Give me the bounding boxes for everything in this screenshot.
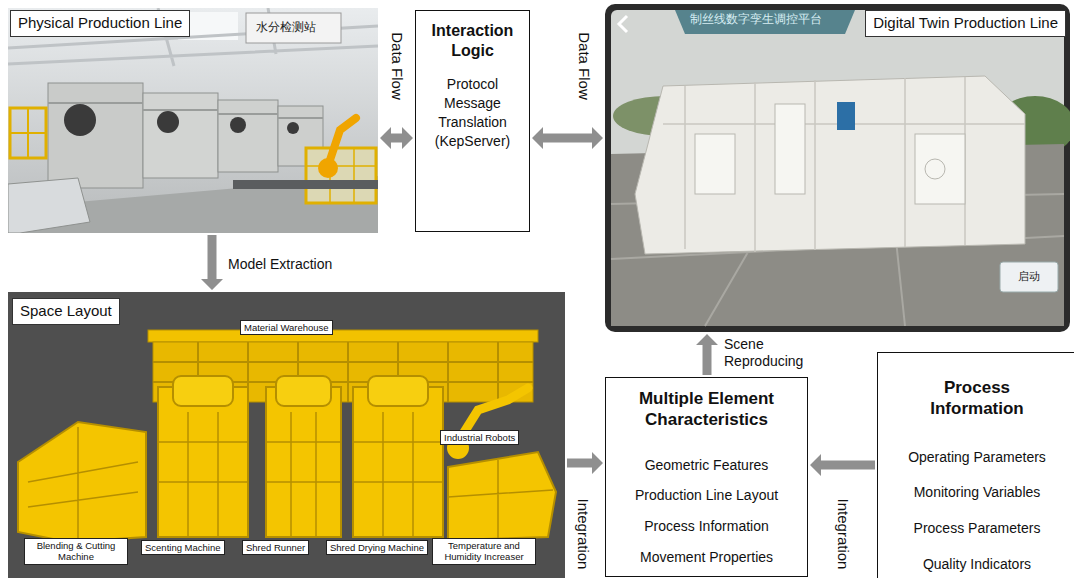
- box-item: Process Parameters: [884, 519, 1070, 538]
- illustration-part: [157, 111, 179, 133]
- part-tag: Shred Runner: [242, 540, 309, 555]
- box-item: Production Line Layout: [612, 486, 801, 505]
- edge-label: Integration: [574, 499, 592, 570]
- tag-text: Blending & Cutting Machine: [28, 540, 124, 563]
- illustration-part: [619, 16, 627, 32]
- part-tag: Blending & Cutting Machine: [24, 538, 128, 565]
- block-arrow: [567, 452, 603, 474]
- screen-text: 水分检测站: [256, 20, 316, 34]
- illustration-part: [8, 8, 378, 66]
- part-tag: Shred Drying Machine: [326, 540, 428, 555]
- illustration-part: [663, 77, 1025, 252]
- tag-text: Industrial Robots: [444, 432, 515, 443]
- box-title: Process Information: [912, 377, 1042, 420]
- edge-label: Data Flow: [575, 32, 593, 100]
- box-title: Interaction Logic: [422, 21, 523, 61]
- tag-text: Shred Drying Machine: [330, 542, 424, 553]
- illustration-part: [8, 178, 90, 233]
- illustration-part: [18, 422, 146, 542]
- tag-text: Shred Runner: [246, 542, 305, 553]
- illustration-part: [287, 122, 299, 134]
- box-item: Monitoring Variables: [884, 483, 1070, 502]
- illustration-part: [10, 108, 46, 158]
- box-item: Quality Indicators: [884, 555, 1070, 574]
- illustration-part: [266, 387, 341, 537]
- illustration-part: [448, 452, 556, 540]
- digital-twin-screenshot: [605, 4, 1070, 332]
- image-panel: Digital Twin Production Line: [605, 4, 1070, 332]
- block-arrow: [532, 127, 603, 149]
- illustration-part: [158, 387, 248, 537]
- illustration-part: [611, 10, 1064, 326]
- illustration-part: [775, 104, 805, 194]
- panel-title: Space Layout: [12, 298, 120, 325]
- illustration-part: [233, 180, 378, 189]
- illustration-part: [915, 134, 965, 204]
- illustration-part: [605, 4, 1070, 332]
- edge-label: Integration: [834, 499, 852, 570]
- process-box: Multiple Element CharacteristicsGeometri…: [605, 377, 808, 577]
- edge-label: Model Extraction: [228, 256, 332, 273]
- illustration-part: [330, 118, 356, 160]
- illustration-part: [368, 376, 428, 406]
- illustration-part: [230, 117, 246, 133]
- illustration-part: [218, 100, 278, 172]
- illustration-part: [448, 460, 553, 539]
- edge-label: Scene Reproducing: [724, 336, 816, 370]
- tag-text: Temperature and Humidity Increaser: [436, 540, 532, 563]
- screen-text: 启动: [1018, 270, 1040, 283]
- panel-title: Physical Production Line: [10, 10, 190, 37]
- illustration-part: [353, 387, 443, 537]
- illustration-part: [64, 104, 96, 136]
- part-tag: Scenting Machine: [141, 540, 225, 555]
- illustration-part: [246, 13, 341, 43]
- illustration-part: [48, 83, 143, 188]
- illustration-part: [635, 76, 1025, 254]
- part-tag: Industrial Robots: [440, 430, 519, 445]
- illustration-part: [695, 134, 735, 194]
- box-title: Multiple Element Characteristics: [612, 388, 801, 431]
- box-item: Movement Properties: [612, 548, 801, 567]
- image-panel: Physical Production Line: [8, 8, 378, 233]
- tag-text: Material Warehouse: [244, 322, 329, 333]
- panel-title: Digital Twin Production Line: [865, 10, 1066, 37]
- illustration-part: [306, 148, 376, 203]
- illustration-part: [276, 376, 331, 406]
- block-arrow: [201, 235, 223, 290]
- box-item: Geometric Features: [612, 456, 801, 475]
- tag-text: Scenting Machine: [145, 542, 221, 553]
- illustration-part: [158, 412, 443, 537]
- factory-photo: [8, 8, 378, 233]
- illustration-part: [148, 330, 538, 342]
- block-arrow: [810, 454, 875, 476]
- part-tag: Material Warehouse: [240, 320, 333, 335]
- block-arrow: [696, 334, 718, 375]
- illustration-part: [306, 148, 376, 203]
- image-panel: Space LayoutMaterial WarehouseIndustrial…: [8, 292, 565, 578]
- part-tag: Temperature and Humidity Increaser: [432, 538, 536, 565]
- illustration-part: [675, 10, 855, 34]
- illustration-part: [1000, 262, 1058, 292]
- process-box: Process InformationOperating ParametersM…: [877, 352, 1074, 578]
- illustration-part: [10, 108, 46, 158]
- illustration-part: [925, 159, 945, 179]
- illustration-part: [173, 376, 233, 406]
- box-item: Process Information: [612, 517, 801, 536]
- box-item: Operating Parameters: [884, 448, 1070, 467]
- illustration-part: [28, 427, 138, 540]
- illustration-part: [8, 292, 565, 578]
- illustration-part: [143, 93, 218, 178]
- illustration-part: [318, 158, 338, 178]
- block-arrow: [380, 127, 413, 149]
- box-item: Protocol Message Translation (KepServer): [422, 75, 523, 151]
- illustration-part: [8, 8, 378, 233]
- screen-text: 制丝线数字孪生调控平台: [690, 12, 822, 26]
- process-box: Interaction LogicProtocol Message Transl…: [415, 10, 530, 232]
- illustration-part: [837, 102, 855, 130]
- edge-label: Data Flow: [388, 32, 406, 100]
